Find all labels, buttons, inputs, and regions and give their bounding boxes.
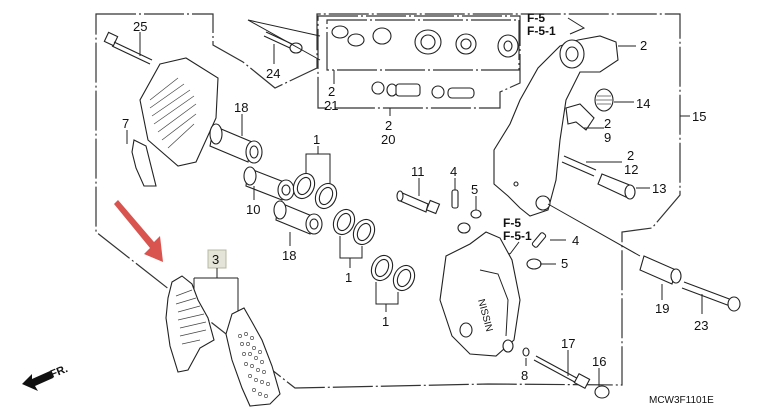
callout-2-kit20: 2 xyxy=(385,118,392,133)
front-direction-indicator: FR. xyxy=(22,363,70,391)
callout-11: 11 xyxy=(411,164,425,179)
brake-pad-right[interactable] xyxy=(225,307,281,407)
callout-2-kit21: 2 xyxy=(328,84,335,99)
callout-1-middle: 1 xyxy=(345,270,352,285)
bleeder-screw-4-lower[interactable] xyxy=(531,232,547,248)
callout-24: 24 xyxy=(266,66,280,81)
callout-13: 13 xyxy=(652,181,666,196)
front-label: FR. xyxy=(49,363,70,381)
callout-8: 8 xyxy=(521,368,528,383)
callout-21: 21 xyxy=(324,98,338,113)
callout-15: 15 xyxy=(692,109,706,124)
bleeder-screw-4-upper[interactable] xyxy=(451,189,459,209)
pad-pin-17[interactable] xyxy=(533,355,591,389)
ref-f5-top: F-5 xyxy=(527,11,545,25)
callout-2-retainer: 2 xyxy=(604,116,611,131)
callout-19: 19 xyxy=(655,301,669,316)
ref-arrow-top xyxy=(567,17,586,35)
callout-9: 9 xyxy=(604,130,611,145)
retainer-9[interactable] xyxy=(565,103,595,131)
callout-16: 16 xyxy=(592,354,606,369)
callout-1-lower: 1 xyxy=(382,314,389,329)
callout-3: 3 xyxy=(212,252,219,267)
drawing-code: MCW3F1101E xyxy=(649,395,714,406)
collar-13[interactable] xyxy=(597,173,636,200)
collar-19[interactable] xyxy=(639,255,682,285)
callout-25: 25 xyxy=(133,19,147,34)
callout-18-lower: 18 xyxy=(282,248,296,263)
callout-5-lower: 5 xyxy=(561,256,568,271)
brake-pad-left[interactable] xyxy=(165,275,215,373)
callout-10: 10 xyxy=(246,202,260,217)
callout-20: 20 xyxy=(381,132,395,147)
seal-pair-1c[interactable] xyxy=(367,252,418,294)
bolt-23[interactable] xyxy=(681,281,741,312)
seal-kit-boundary xyxy=(317,15,521,109)
front-arrow-icon xyxy=(22,371,53,391)
plug-16[interactable] xyxy=(594,385,610,399)
ref-f5-mid: F-5 xyxy=(503,216,521,230)
callout-12: 12 xyxy=(624,162,638,177)
callout-7: 7 xyxy=(122,116,129,131)
caliper-body[interactable]: NISSIN xyxy=(439,231,521,357)
bolt-25[interactable] xyxy=(103,31,153,65)
assembly-boundary xyxy=(95,13,681,389)
piston-kit-boundary xyxy=(326,19,520,71)
callout-23: 23 xyxy=(694,318,708,333)
seal-kit-20[interactable] xyxy=(371,81,475,99)
callout-2-bolt12: 2 xyxy=(627,148,634,163)
piston-kit-21[interactable] xyxy=(331,25,519,58)
callout-14: 14 xyxy=(636,96,650,111)
seal-pair-1b[interactable] xyxy=(329,206,378,248)
callout-17: 17 xyxy=(561,336,575,351)
seal-pair-1a[interactable] xyxy=(289,170,340,212)
ref-f51-mid: F-5-1 xyxy=(503,229,532,243)
caliper-bracket[interactable] xyxy=(139,57,219,167)
callout-2-arm: 2 xyxy=(640,38,647,53)
caliper-bracket-arm[interactable] xyxy=(493,35,619,217)
bolt-12[interactable] xyxy=(561,155,597,177)
bolt-24[interactable] xyxy=(247,19,321,64)
pointer-arrow-icon xyxy=(114,200,163,262)
callout-5-upper: 5 xyxy=(471,182,478,197)
piston-18-lower[interactable] xyxy=(273,200,323,235)
bleeder-cap-5-upper[interactable] xyxy=(457,209,482,234)
pad-spring-7[interactable] xyxy=(126,130,157,187)
callout-1-upper: 1 xyxy=(313,132,320,147)
bleeder-cap-5-lower[interactable] xyxy=(526,258,542,270)
boot-14[interactable] xyxy=(594,88,614,112)
piston-18-upper[interactable] xyxy=(209,123,263,164)
pin-bolt-11[interactable] xyxy=(396,190,441,215)
callout-18-upper: 18 xyxy=(234,100,248,115)
callout-4-upper: 4 xyxy=(450,164,457,179)
o-ring-8[interactable] xyxy=(522,347,530,357)
piston-10[interactable] xyxy=(243,166,295,201)
ref-f51-top: F-5-1 xyxy=(527,24,556,38)
callout-4-lower: 4 xyxy=(572,233,579,248)
